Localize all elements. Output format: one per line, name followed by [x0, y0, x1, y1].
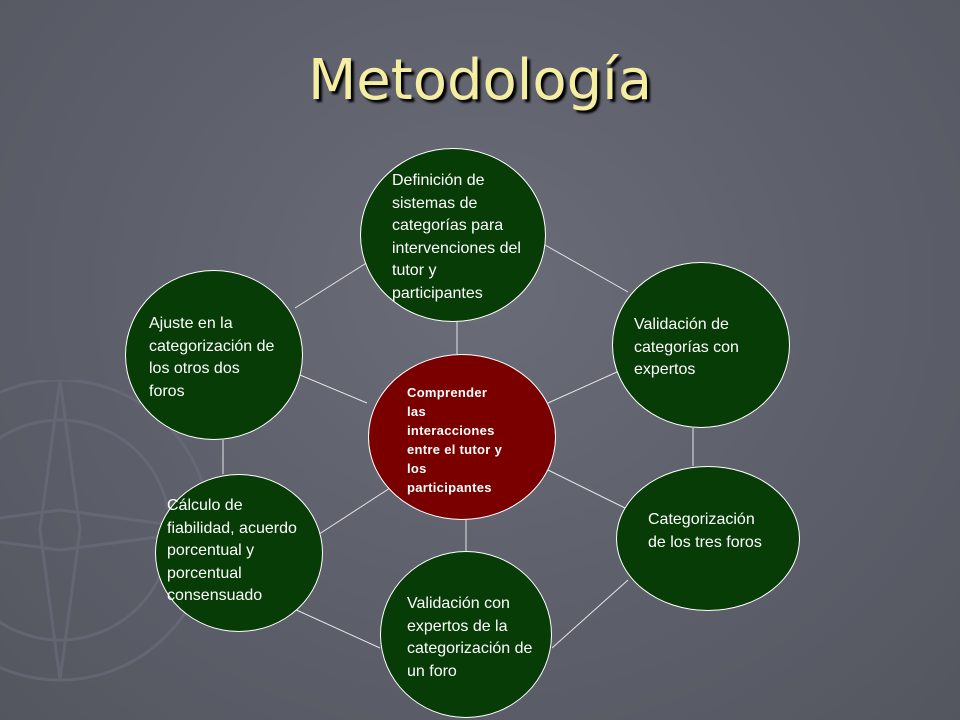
- node-validacion-foro-label: Validación con expertos de la categoriza…: [407, 595, 533, 680]
- node-validacion-categorias: Validación de categorías con expertos: [612, 262, 790, 428]
- node-ajuste-label: Ajuste en la categorización de los otros…: [149, 315, 275, 400]
- line-definicion-validacion: [544, 244, 629, 293]
- line-ajuste-definicion: [294, 261, 369, 309]
- node-categorizacion-label: Categorización de los tres foros: [648, 511, 762, 551]
- node-definicion: Definición de sistemas de categorías par…: [360, 148, 546, 322]
- node-ajuste: Ajuste en la categorización de los otros…: [125, 270, 303, 440]
- spoke-validacion: [547, 371, 618, 404]
- node-calculo-label: Cálculo de fiabilidad, acuerdo porcentua…: [167, 497, 297, 604]
- node-center: Comprender las interacciones entre el tu…: [368, 354, 556, 520]
- node-categorizacion: Categorización de los tres foros: [616, 466, 800, 611]
- node-validacion-foro: Validación con expertos de la categoriza…: [380, 551, 552, 718]
- line-foro-calculo: [291, 607, 381, 649]
- node-calculo: Cálculo de fiabilidad, acuerdo porcentua…: [155, 474, 323, 632]
- line-categorizacion-foro: [551, 579, 629, 649]
- node-validacion-categorias-label: Validación de categorías con expertos: [634, 316, 739, 378]
- spoke-calculo: [309, 487, 391, 541]
- page-title: Metodología: [307, 48, 653, 113]
- spoke-categorizacion: [547, 469, 626, 509]
- spoke-ajuste: [299, 374, 368, 404]
- node-definicion-label: Definición de sistemas de categorías par…: [392, 172, 521, 302]
- node-center-label: Comprender las interacciones entre el tu…: [407, 385, 503, 495]
